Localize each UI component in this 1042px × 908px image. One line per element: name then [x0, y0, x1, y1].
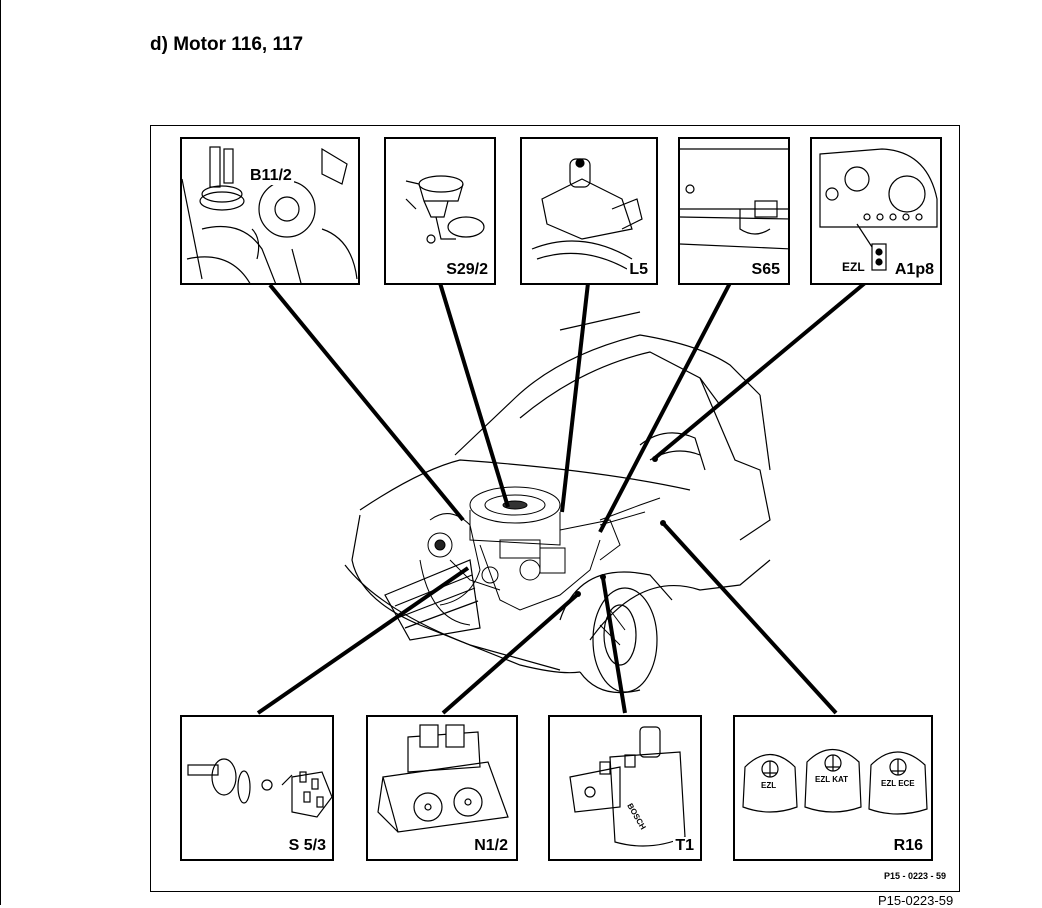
panel-label: L5	[627, 261, 650, 279]
cap-label: EZL KAT	[815, 775, 849, 784]
panel-l5: L5	[520, 137, 658, 285]
engine-bay	[419, 486, 661, 646]
panel-t1: BOSCH T1	[548, 715, 702, 861]
switch-icon	[680, 148, 788, 250]
coding-plug-icon	[742, 749, 928, 815]
instrument-cluster-icon	[819, 148, 938, 271]
figure-code-inner: P15 - 0223 - 59	[883, 871, 946, 881]
panel-label: T1	[673, 837, 696, 855]
leader-dots	[575, 456, 666, 597]
panel-r16: EZL EZL KAT EZL ECE R16	[733, 715, 933, 861]
cap-label: EZL ECE	[881, 779, 915, 788]
control-unit-icon	[377, 724, 509, 833]
distributor-icon	[187, 758, 332, 818]
figure-code-outer: P15-0223-59	[878, 893, 954, 908]
panel-n1-2: N1/2	[366, 715, 518, 861]
page-margin-rule	[0, 0, 1, 905]
car-body-outline	[344, 311, 771, 694]
panel-label: N1/2	[472, 837, 510, 855]
figure-frame	[150, 125, 960, 892]
engine-sensor-icon	[182, 146, 358, 283]
panel-s29-2: S29/2	[384, 137, 496, 285]
panel-s5-3: S 5/3	[180, 715, 334, 861]
leader-lines	[256, 281, 867, 715]
panel-label: S65	[749, 261, 782, 279]
panel-sublabel: EZL	[840, 260, 867, 274]
throttle-switch-icon	[405, 175, 485, 244]
panel-label: S 5/3	[286, 837, 328, 855]
position-sensor-icon	[531, 158, 643, 270]
panel-label: S29/2	[444, 261, 490, 279]
panel-label: R16	[891, 837, 925, 855]
cap-label: EZL	[761, 781, 777, 790]
panel-s65: S65	[678, 137, 790, 285]
panel-label: B11/2	[248, 167, 294, 185]
page-heading: d) Motor 116, 117	[150, 34, 304, 55]
panel-b11-2: B11/2	[180, 137, 360, 285]
panel-label: A1p8	[892, 261, 936, 279]
panel-a1p8: EZL A1p8	[810, 137, 942, 285]
